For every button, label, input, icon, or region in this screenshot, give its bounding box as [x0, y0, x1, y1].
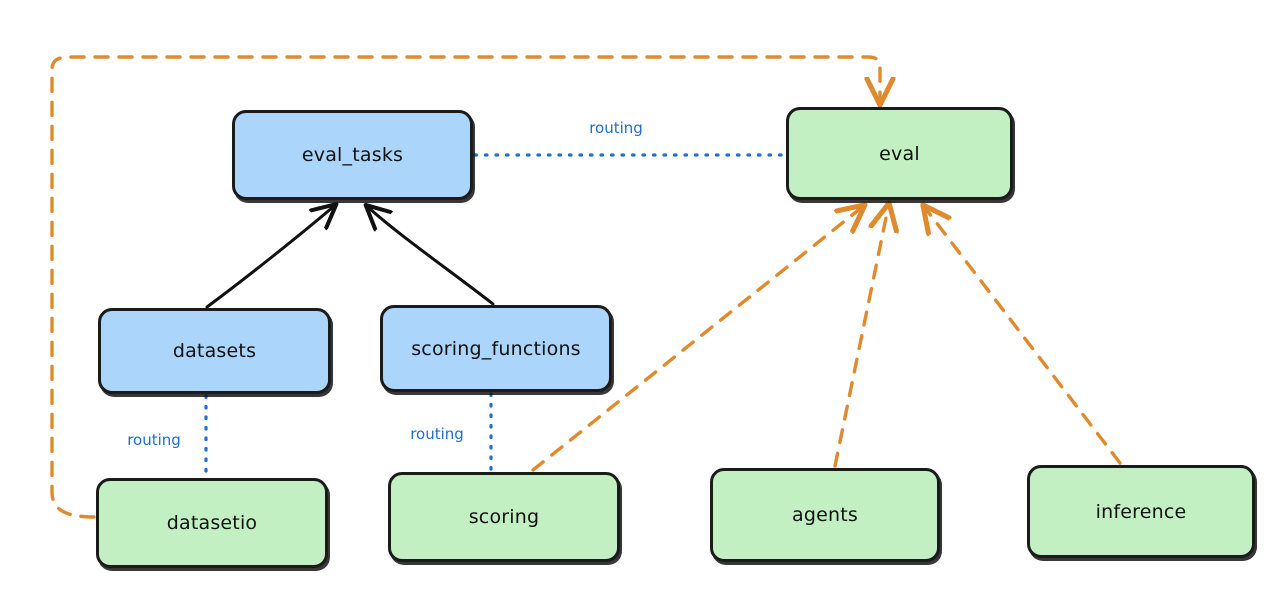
edge-label-routing-datasetio: routing [127, 431, 181, 449]
node-inference[interactable]: inference [1027, 465, 1255, 558]
edge-label-routing-eval: routing [589, 119, 643, 137]
node-label: eval [879, 142, 920, 165]
edge-inference-to-eval [926, 209, 1122, 465]
node-datasetio[interactable]: datasetio [96, 478, 328, 568]
node-label: scoring_functions [411, 337, 581, 360]
node-eval[interactable]: eval [786, 107, 1013, 200]
edge-label-routing-scoring: routing [410, 425, 464, 443]
node-label: datasetio [166, 512, 258, 534]
node-label: inference [1095, 500, 1187, 523]
node-scoring[interactable]: scoring [388, 472, 620, 562]
node-label: scoring [468, 506, 540, 528]
node-datasets[interactable]: datasets [98, 308, 331, 394]
node-label: datasets [172, 340, 257, 362]
edge-scoring-functions-to-eval-tasks [369, 208, 495, 306]
node-eval-tasks[interactable]: eval_tasks [232, 110, 473, 200]
edge-agents-to-eval [833, 208, 888, 468]
edge-datasets-to-eval-tasks [205, 207, 333, 309]
node-agents[interactable]: agents [710, 468, 940, 562]
node-label: eval_tasks [301, 144, 404, 166]
node-label: agents [792, 504, 858, 526]
node-scoring-functions[interactable]: scoring_functions [380, 305, 612, 392]
